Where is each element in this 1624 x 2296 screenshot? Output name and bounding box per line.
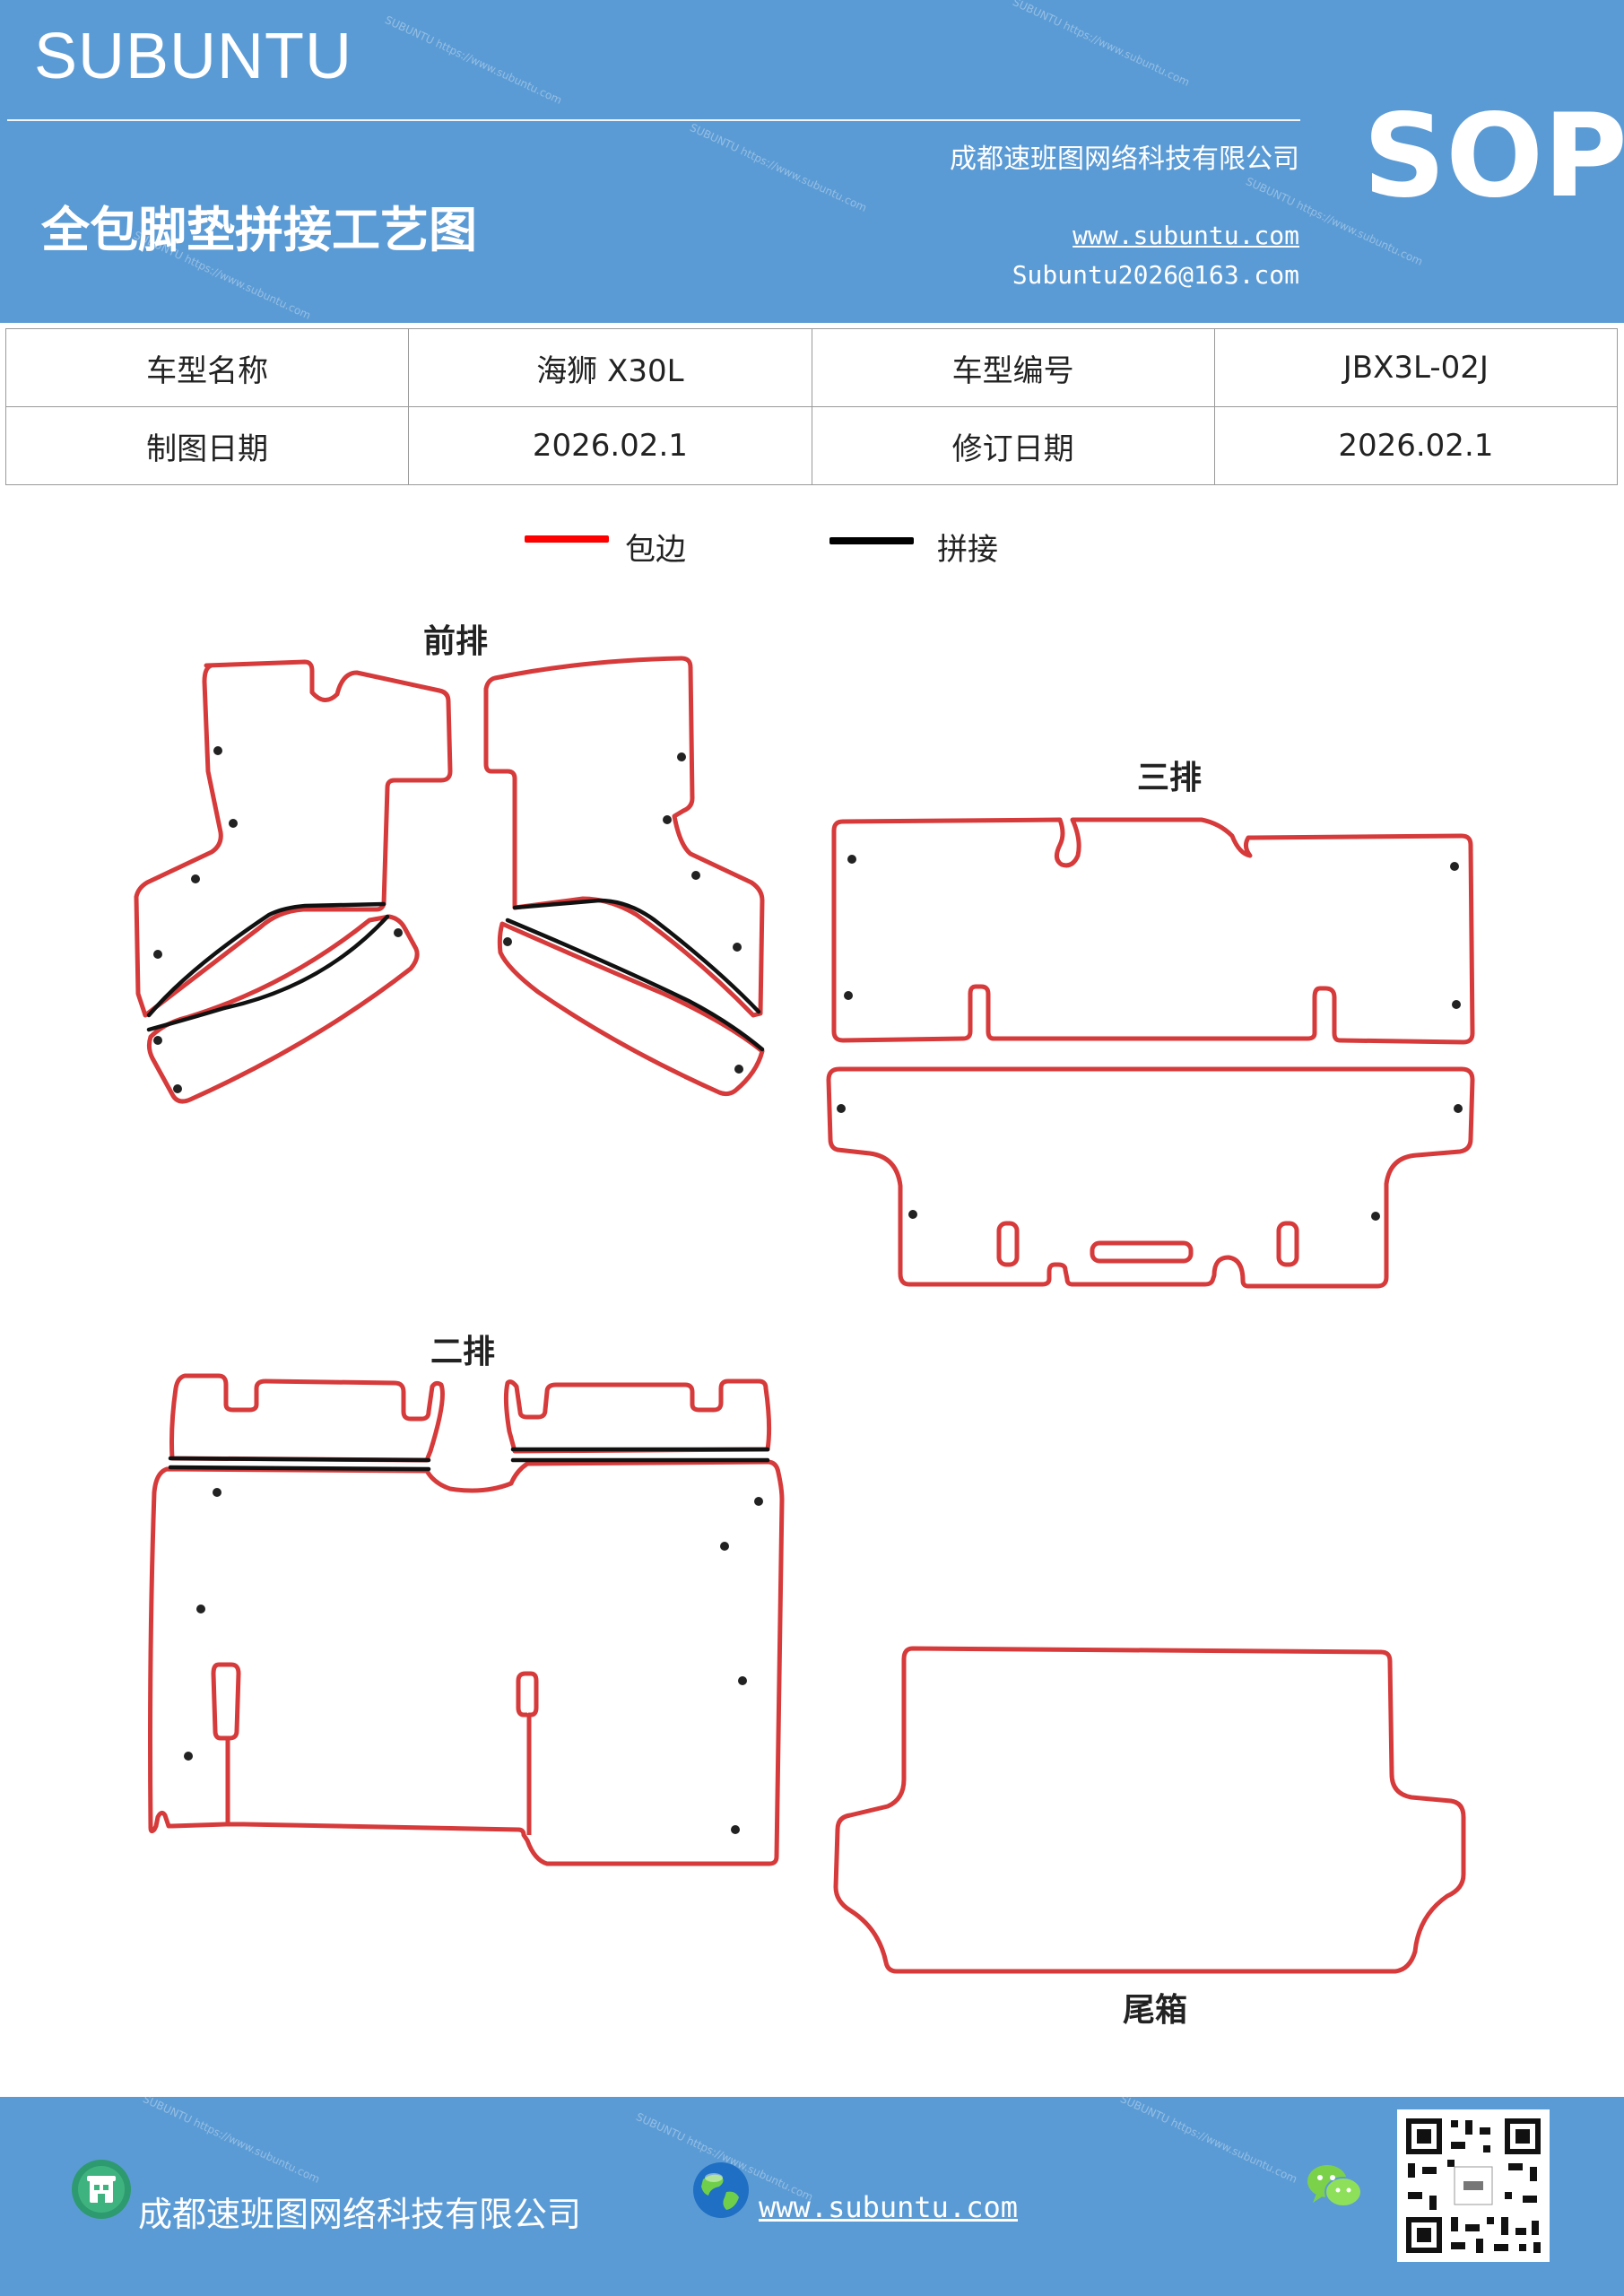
legend-label-edge: 包边 [625, 532, 686, 568]
front-right-lower-panel [497, 921, 765, 1097]
mount-dot [691, 871, 700, 880]
mount-dot [908, 1210, 917, 1219]
section-label-trunk: 尾箱 [1123, 1992, 1188, 2029]
mount-dot [720, 1542, 729, 1551]
footer-banner: SUBUNTU https://www.subuntu.com SUBUNTU … [0, 2097, 1624, 2296]
second-row-slot [211, 1662, 228, 1741]
front-right-seam [505, 918, 765, 1052]
table-cell: 2026.02.1 [1213, 406, 1619, 485]
mount-dot [1454, 1104, 1463, 1113]
watermark: SUBUNTU https://www.subuntu.com [141, 2097, 322, 2186]
mount-dot [731, 1825, 740, 1834]
mount-dot [837, 1104, 846, 1113]
mount-dot [844, 991, 853, 1000]
second-row-upper-right [503, 1378, 772, 1454]
mount-dot [1371, 1212, 1380, 1221]
legend-label-seam: 拼接 [937, 532, 998, 568]
table-cell: 车型名称 [4, 328, 410, 407]
table-row: 车型名称 海狮 X30L 车型编号 JBX3L-02J [4, 328, 1619, 407]
front-left-lower-panel [146, 914, 420, 1104]
legend-swatch-seam [829, 537, 914, 544]
qr-code-icon[interactable] [1397, 2109, 1550, 2262]
trunk-panel-outline [833, 1646, 1466, 1974]
mount-dot [153, 950, 162, 959]
front-left-mat-outline [134, 659, 453, 1018]
mount-dot [733, 943, 742, 952]
mount-dot [153, 1036, 162, 1045]
header-banner: SUBUNTU https://www.subuntu.com SUBUNTU … [0, 0, 1624, 323]
second-row-slot [516, 1671, 527, 1718]
mount-dot [1450, 862, 1459, 871]
third-row-slot [1090, 1240, 1194, 1264]
mount-dot [663, 815, 672, 824]
mount-dot [184, 1752, 193, 1761]
second-row-slot [219, 1662, 241, 1826]
document-title: 全包脚垫拼接工艺图 [41, 201, 477, 258]
third-row-slot [1276, 1221, 1299, 1267]
mount-dot [734, 1065, 743, 1074]
footer-website-link[interactable]: www.subuntu.com [759, 2190, 1018, 2224]
globe-icon [693, 2162, 749, 2218]
table-cell: 制图日期 [4, 406, 410, 485]
mount-dot [173, 1084, 182, 1093]
mount-dot [754, 1497, 763, 1506]
front-left-seam [146, 914, 390, 1032]
company-name: 成都速班图网络科技有限公司 [950, 144, 1299, 175]
mount-dot [213, 1488, 221, 1497]
vehicle-info-table: 车型名称 海狮 X30L 车型编号 JBX3L-02J 制图日期 2026.02… [4, 328, 1619, 485]
second-row-seam [168, 1465, 431, 1472]
wechat-icon[interactable] [1304, 2160, 1365, 2213]
mount-dot [847, 855, 856, 864]
email-address: Subuntu2026@163.com [1012, 260, 1299, 290]
footer-company-name: 成都速班图网络科技有限公司 [138, 2195, 582, 2234]
third-row-top-panel [831, 817, 1475, 1045]
mount-dot [196, 1605, 205, 1613]
second-row-upper-left [169, 1373, 445, 1463]
second-row-seam [168, 1456, 431, 1463]
table-cell: 车型编号 [811, 328, 1215, 407]
mount-dot [503, 937, 512, 946]
mount-dot [191, 874, 200, 883]
mount-dot [394, 928, 403, 937]
mount-dot [738, 1676, 747, 1685]
legend-swatch-edge [525, 535, 609, 543]
table-cell: 2026.02.1 [408, 406, 812, 485]
brand-logo-text: SUBUNTU [34, 21, 353, 92]
table-cell: 海狮 X30L [408, 328, 812, 407]
watermark: SUBUNTU https://www.subuntu.com [1118, 2097, 1299, 2186]
table-row: 制图日期 2026.02.1 修订日期 2026.02.1 [4, 406, 1619, 485]
sop-badge: SOP [1363, 90, 1624, 223]
section-label-front: 前排 [423, 623, 489, 660]
table-cell: 修订日期 [811, 406, 1215, 485]
section-label-second: 二排 [430, 1334, 496, 1370]
third-row-slot [996, 1221, 1020, 1267]
mount-dot [677, 752, 686, 761]
section-label-third: 三排 [1137, 760, 1203, 796]
header-divider [7, 119, 1300, 121]
mount-dot [213, 746, 222, 755]
second-row-slot [525, 1671, 539, 1835]
building-icon [72, 2160, 131, 2219]
third-row-bottom-panel [826, 1066, 1475, 1289]
front-right-seam [512, 898, 761, 1014]
front-left-seam [146, 901, 386, 1018]
second-row-main-panel [148, 1459, 785, 1866]
mount-dot [229, 819, 238, 828]
mount-dot [1452, 1000, 1461, 1009]
website-link[interactable]: www.subuntu.com [1073, 221, 1299, 250]
table-cell: JBX3L-02J [1213, 328, 1619, 407]
front-right-mat-outline [483, 656, 765, 1018]
